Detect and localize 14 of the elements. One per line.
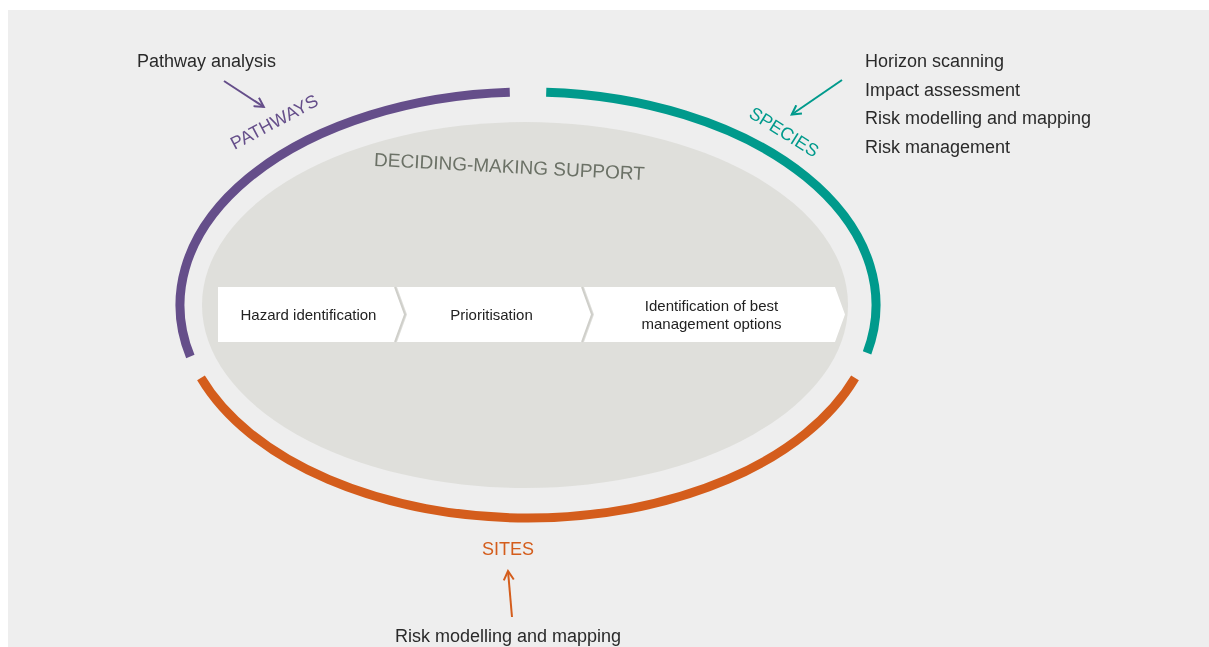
activity-text: Impact assessment	[865, 78, 1021, 101]
arrow	[223, 80, 265, 108]
arrow	[502, 570, 515, 618]
arrow	[790, 79, 843, 116]
category-label: SITES	[482, 539, 534, 559]
section-heading: DECIDING-MAKING SUPPORT	[373, 149, 646, 185]
activity-text: Risk management	[865, 135, 1011, 158]
activity-text: Horizon scanning	[865, 50, 1005, 72]
process-step: Identification of best management options	[584, 287, 845, 342]
activity-text: Pathway analysis	[137, 50, 277, 72]
activity-text: Risk modelling and mapping	[865, 107, 1092, 129]
process-step: Hazard identification	[218, 287, 405, 342]
process-step: Prioritisation	[397, 287, 592, 342]
activity-text: Risk modelling and mapping	[395, 625, 622, 647]
